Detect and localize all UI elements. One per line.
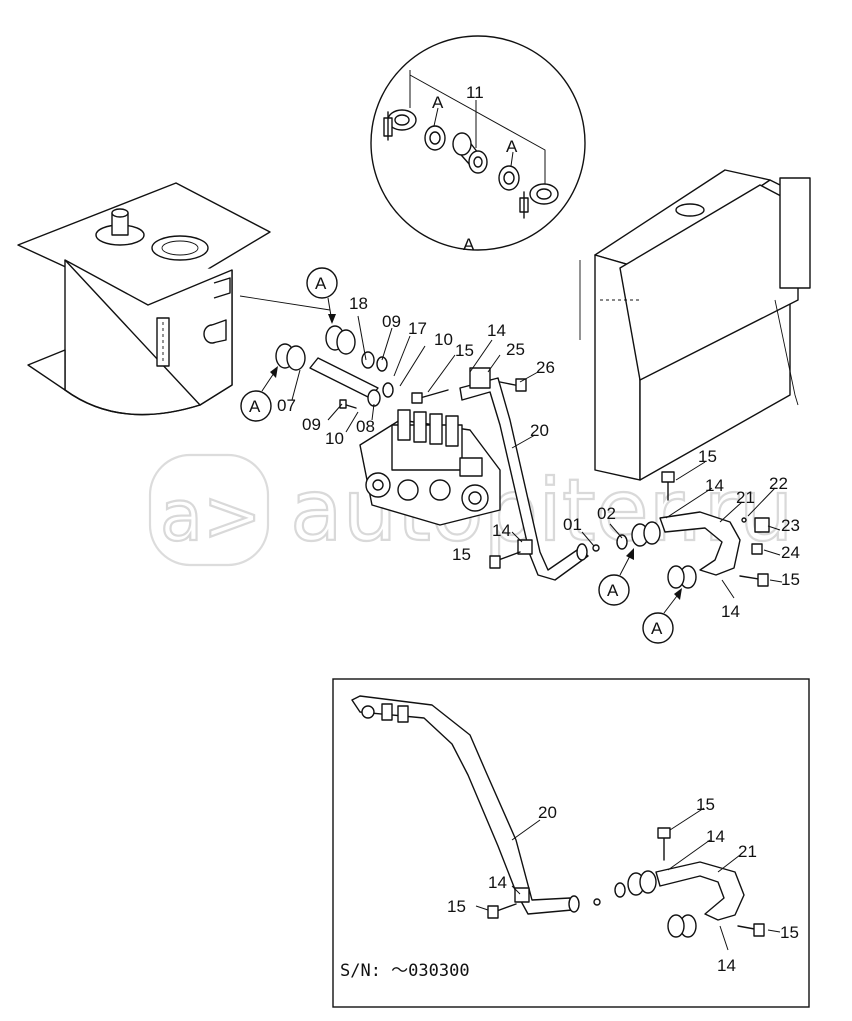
label-14-top: 14	[487, 321, 506, 340]
bolts	[411, 378, 770, 587]
label-22: 22	[769, 474, 788, 493]
control-valve	[359, 409, 501, 526]
pipe-20	[459, 367, 589, 581]
inset-label-14-bottom: 14	[717, 956, 736, 975]
inset-label-15-right: 15	[780, 923, 799, 942]
label-09-low: 09	[302, 415, 321, 434]
hydraulic-tank	[17, 182, 331, 416]
part-labels: 18 09 17 10 14 25 15 26 07 09 10 08 20 1…	[277, 294, 800, 621]
label-24: 24	[781, 543, 800, 562]
serial-number-note: S/N: ～030300	[340, 961, 470, 981]
label-aref-4: A	[651, 619, 663, 638]
ref-a-callouts: A A A A	[240, 267, 682, 644]
inset-label-21: 21	[738, 842, 757, 861]
label-11: 11	[466, 83, 484, 102]
label-02: 02	[597, 504, 616, 523]
label-23: 23	[781, 516, 800, 535]
leader-lines	[291, 315, 783, 599]
label-14-low: 14	[721, 602, 740, 621]
label-aref-3: A	[607, 581, 619, 600]
label-20: 20	[530, 421, 549, 440]
label-26: 26	[536, 358, 555, 377]
label-21: 21	[736, 488, 755, 507]
label-01: 01	[563, 515, 582, 534]
inset-label-15-top: 15	[696, 795, 715, 814]
inset-label-20: 20	[538, 803, 557, 822]
label-15-right2: 15	[781, 570, 800, 589]
inset-label-15-left: 15	[447, 897, 466, 916]
inset-label-14-left: 14	[488, 873, 507, 892]
label-aref-1: A	[315, 274, 327, 293]
detail-a: A 11 A A	[370, 35, 586, 254]
oil-cooler	[579, 169, 811, 481]
label-a-detail-top: A	[432, 93, 444, 112]
inset-serial-variant: 20 15 14 21 14 15 15 14 S/N: ～030300	[332, 678, 810, 1008]
pipe-21	[592, 511, 741, 589]
label-18: 18	[349, 294, 368, 313]
inset-label-14-top: 14	[706, 827, 725, 846]
label-07: 07	[277, 396, 296, 415]
label-25: 25	[506, 340, 525, 359]
svg-text:a>: a>	[160, 475, 262, 557]
label-a-detail-bottom: A	[463, 235, 475, 254]
label-15-left: 15	[452, 545, 471, 564]
label-09-top: 09	[382, 312, 401, 331]
label-aref-2: A	[249, 397, 261, 416]
label-14-mid: 14	[492, 521, 511, 540]
label-15-top: 15	[455, 341, 474, 360]
label-10-low: 10	[325, 429, 344, 448]
label-a-detail-small: A	[506, 137, 518, 156]
label-10-top: 10	[434, 330, 453, 349]
label-08: 08	[356, 417, 375, 436]
label-14-right: 14	[705, 476, 724, 495]
label-15-right: 15	[698, 447, 717, 466]
label-17: 17	[408, 319, 427, 338]
